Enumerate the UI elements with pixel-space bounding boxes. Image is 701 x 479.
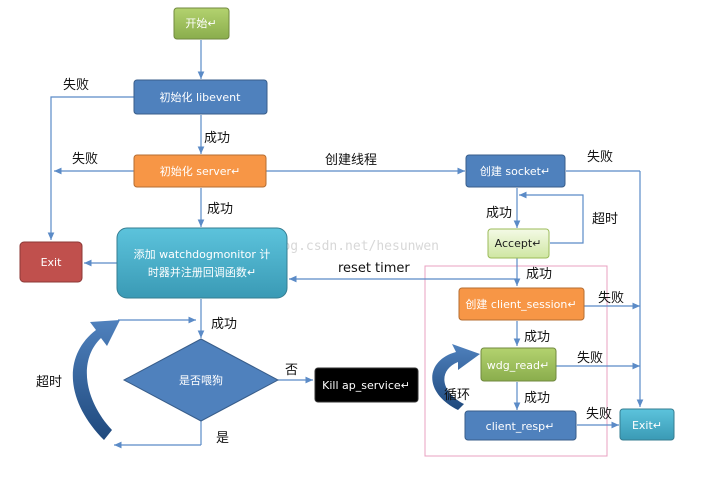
label-loop: 循环 — [444, 388, 470, 403]
exit-left-node — [19, 241, 83, 283]
label-fail-resp: 失败 — [586, 407, 612, 422]
init-server-label: 初始化 server↵ — [160, 164, 241, 178]
exit-right-node — [619, 408, 675, 441]
start-node-label: 开始↵ — [185, 16, 216, 30]
decision-node — [122, 338, 280, 422]
kill-node — [314, 367, 419, 403]
label-timeout-accept: 超时 — [592, 212, 618, 227]
label-success-libevent: 成功 — [204, 131, 230, 146]
accept-node — [487, 228, 550, 259]
label-timeout-left: 超时 — [36, 375, 62, 390]
label-yes: 是 — [216, 431, 229, 446]
label-success-watchdog: 成功 — [211, 317, 237, 332]
client-resp-node — [464, 410, 577, 441]
label-fail-session: 失败 — [598, 291, 624, 306]
exit-right-label: Exit↵ — [632, 419, 662, 432]
create-client-session-label: 创建 client_session↵ — [465, 297, 576, 311]
label-fail-wdg: 失败 — [577, 351, 603, 366]
loop-curve-arrow — [432, 344, 480, 410]
label-no: 否 — [285, 363, 298, 378]
init-libevent-label: 初始化 libevent — [160, 90, 242, 104]
label-fail-server: 失败 — [72, 152, 98, 167]
create-client-session-node — [458, 287, 585, 321]
label-reset-timer: reset timer — [338, 261, 410, 276]
add-watchdog-label-line2: 时器并注册回调函数↵ — [148, 265, 256, 279]
accept-label: Accept↵ — [495, 237, 542, 250]
client-resp-label: client_resp↵ — [486, 420, 555, 433]
decision-label: 是否喂狗 — [179, 374, 223, 387]
label-success-accept: 成功 — [526, 267, 552, 282]
label-create-thread: 创建线程 — [325, 153, 377, 168]
wdg-read-label: wdg_read↵ — [487, 359, 549, 372]
start-node — [173, 7, 230, 40]
client-section-frame — [424, 265, 608, 457]
label-success-session: 成功 — [524, 330, 550, 345]
wdg-read-node — [480, 347, 557, 382]
edge-labels: 失败 失败 成功 成功 成功 创建线程 失败 成功 超时 reset timer… — [36, 78, 624, 446]
kill-label: Kill ap_service↵ — [322, 379, 410, 392]
exit-left-label: Exit — [41, 256, 63, 269]
label-success-wdg: 成功 — [524, 391, 550, 406]
timeout-curve-arrow — [72, 320, 120, 440]
label-fail-socket: 失败 — [587, 150, 613, 165]
init-server-node — [133, 154, 267, 188]
add-watchdog-node — [116, 227, 288, 299]
label-success-socket: 成功 — [486, 206, 512, 221]
edges — [47, 40, 644, 449]
add-watchdog-label-line1: 添加 watchdogmonitor 计 — [134, 247, 271, 261]
create-socket-node — [465, 154, 566, 188]
create-socket-label: 创建 socket↵ — [480, 164, 550, 178]
init-libevent-node — [133, 79, 268, 115]
label-success-server: 成功 — [207, 202, 233, 217]
label-fail-libevent: 失败 — [63, 78, 89, 93]
